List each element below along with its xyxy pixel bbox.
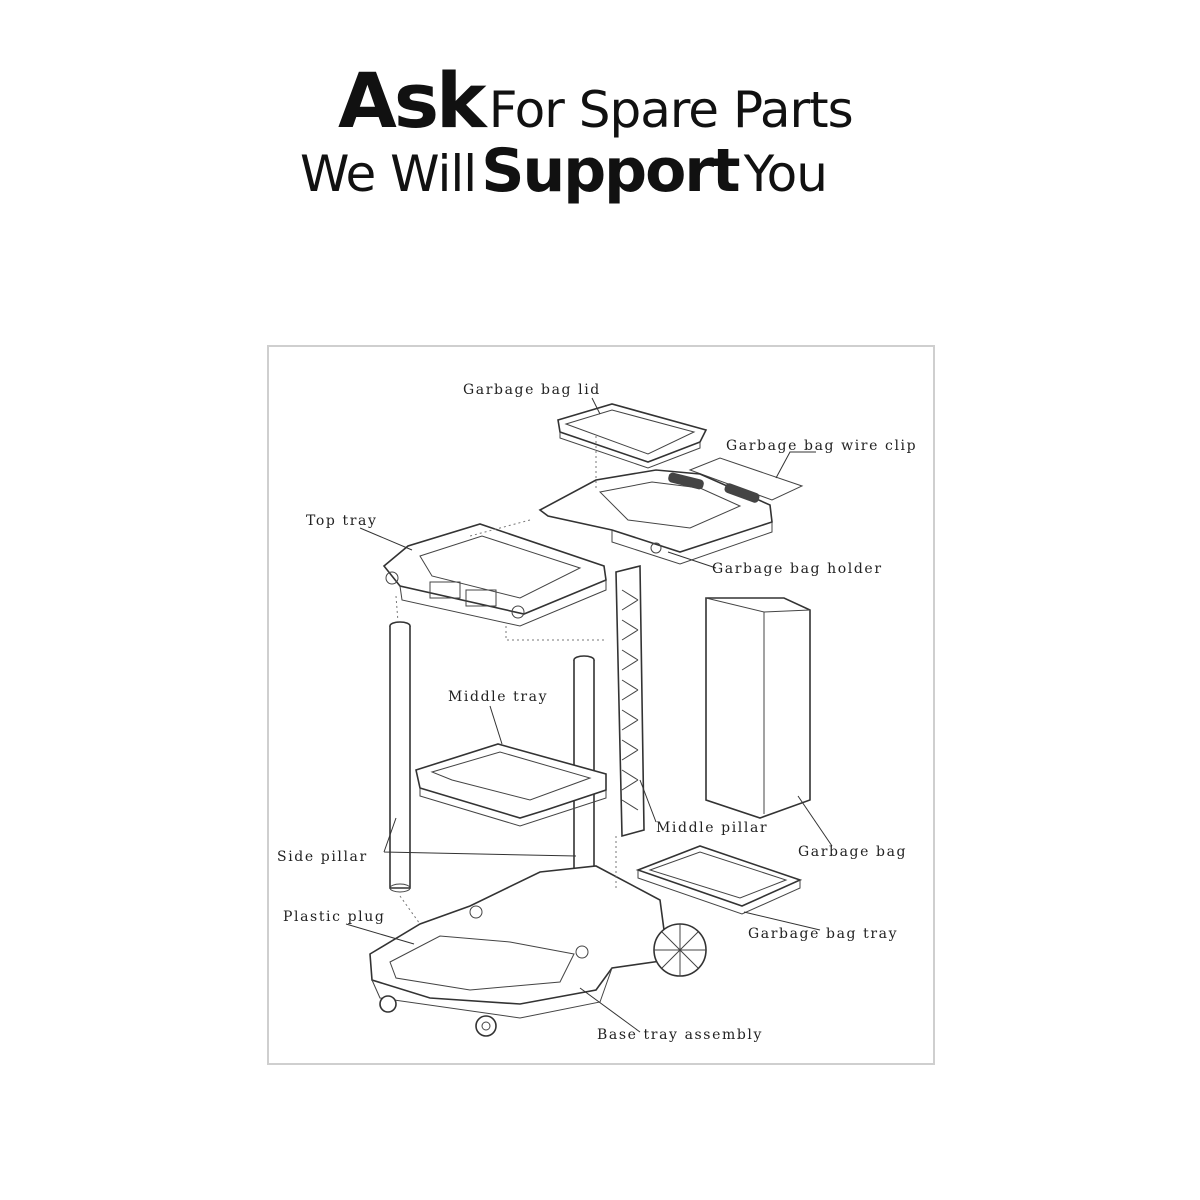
top-tray xyxy=(382,523,607,627)
headline-support: Support xyxy=(481,136,740,206)
headline: Ask For Spare Parts We Will Support You xyxy=(0,0,1200,260)
label-plastic-plug: Plastic plug xyxy=(283,909,385,925)
label-garbage-bag: Garbage bag xyxy=(798,844,907,860)
label-garbage-bag-tray: Garbage bag tray xyxy=(748,926,898,942)
middle-tray xyxy=(415,743,607,827)
garbage-bag-tray xyxy=(635,845,803,915)
headline-we-will: We Will xyxy=(300,145,477,203)
headline-line-1: Ask For Spare Parts xyxy=(338,56,854,145)
label-base-tray-assembly: Base tray assembly xyxy=(597,1027,763,1043)
headline-for-spare-parts: For Spare Parts xyxy=(488,81,854,139)
label-top-tray: Top tray xyxy=(306,513,377,529)
headline-you: You xyxy=(743,145,828,203)
leader-lines xyxy=(345,397,833,1033)
headline-line-2: We Will Support You xyxy=(300,136,828,206)
garbage-bag-holder xyxy=(538,469,773,565)
label-middle-pillar: Middle pillar xyxy=(656,820,768,836)
headline-ask: Ask xyxy=(338,56,487,145)
label-garbage-bag-wire-clip: Garbage bag wire clip xyxy=(726,438,917,454)
garbage-bag-lid xyxy=(557,403,708,469)
middle-pillar xyxy=(615,564,645,838)
base-tray-assembly xyxy=(369,865,707,1037)
garbage-bag xyxy=(705,597,811,819)
side-pillar-left xyxy=(389,621,411,893)
label-garbage-bag-holder: Garbage bag holder xyxy=(712,561,883,577)
label-side-pillar: Side pillar xyxy=(277,849,368,865)
label-middle-tray: Middle tray xyxy=(448,689,548,705)
alignment-guides xyxy=(395,436,617,925)
label-garbage-bag-lid: Garbage bag lid xyxy=(463,382,601,398)
